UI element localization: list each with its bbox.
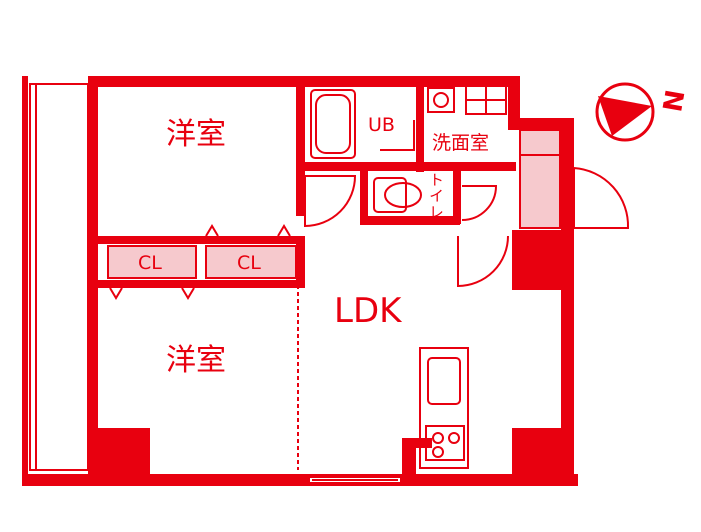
washroom-label: 洗面室 [432, 132, 490, 154]
closet-doors [109, 224, 291, 300]
door-swings [304, 120, 630, 288]
north-arrow-icon [595, 82, 655, 142]
closet-right-label: CL [237, 252, 261, 274]
balcony [29, 83, 89, 471]
bedroom-north-label: 洋室 [166, 117, 226, 152]
closets [107, 129, 561, 279]
ldk-label: LDK [334, 291, 402, 331]
unit-bath-label: UB [368, 114, 395, 136]
toilet-label: トイレ [427, 172, 445, 220]
windows [93, 100, 400, 482]
bedroom-south-label: 洋室 [166, 343, 226, 378]
outer-walls [22, 76, 578, 486]
closet-left-label: CL [138, 252, 162, 274]
kitchen-fixtures [419, 347, 469, 469]
compass-north-label: N [658, 87, 692, 115]
bath-fixtures [310, 85, 507, 213]
